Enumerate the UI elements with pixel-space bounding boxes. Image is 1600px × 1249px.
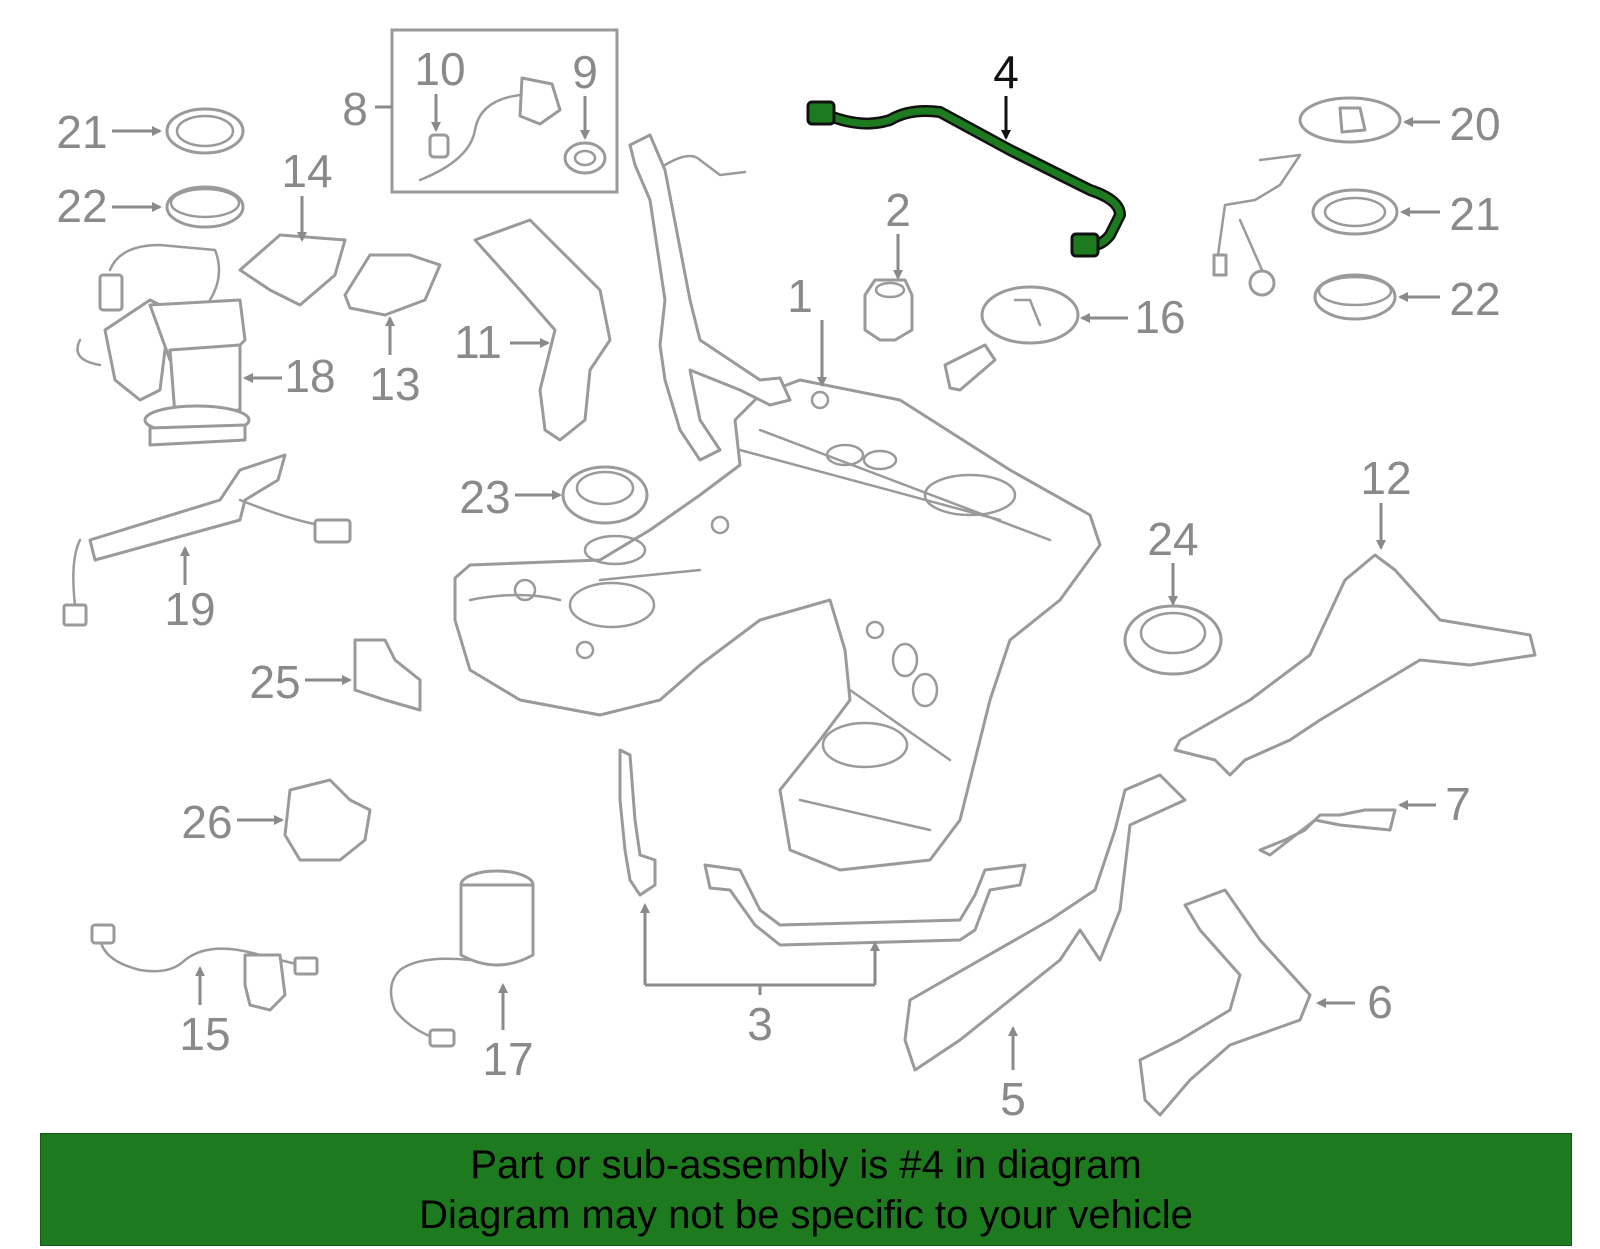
callout-5: 5 (1000, 1073, 1026, 1125)
callout-15: 15 (179, 1008, 230, 1060)
vent-valve-part-15 (90, 923, 319, 1012)
callout-7: 7 (1445, 778, 1471, 830)
grommet-part-2 (863, 278, 914, 342)
sender-part-16 (943, 285, 1080, 392)
callout-26: 26 (181, 796, 232, 848)
callout-2: 2 (885, 184, 911, 236)
bracket-part-7 (1258, 808, 1397, 857)
highlighted-part-4-vent-hose (806, 100, 1126, 258)
callout-3: 3 (747, 998, 773, 1050)
footer-banner: Part or sub-assembly is #4 in diagram Di… (40, 1133, 1572, 1246)
callout-23: 23 (459, 471, 510, 523)
callout-13: 13 (369, 358, 420, 410)
callout-24: 24 (1147, 513, 1198, 565)
callout-10: 10 (414, 43, 465, 95)
bracket-part-6 (1138, 888, 1312, 1117)
seal-part-22-left (165, 185, 245, 229)
callout-19: 19 (164, 583, 215, 635)
callout-12: 12 (1360, 452, 1411, 504)
fuel-pump-part-18 (76, 243, 251, 447)
hose-part-10 (418, 76, 562, 182)
callout-11: 11 (454, 316, 502, 368)
callout-21-left: 21 (56, 106, 107, 158)
callout-8: 8 (342, 83, 368, 135)
sender-part-20 (1212, 96, 1402, 297)
lock-ring-part-24 (1123, 604, 1223, 676)
footer-line-1: Part or sub-assembly is #4 in diagram (470, 1143, 1142, 1187)
bracket-part-5 (903, 773, 1187, 1072)
callout-16: 16 (1134, 291, 1185, 343)
control-unit-part-26 (283, 778, 372, 862)
heat-shield-part-12 (1173, 553, 1537, 777)
seal-part-22-right (1313, 273, 1397, 321)
callout-25: 25 (249, 656, 300, 708)
leader-3 (645, 983, 875, 995)
callout-21-right: 21 (1449, 188, 1500, 240)
bracket-part-13 (343, 253, 442, 317)
module-part-25 (353, 638, 422, 712)
callout-14: 14 (281, 145, 332, 197)
callout-22-right: 22 (1449, 273, 1500, 325)
callout-22-left: 22 (56, 180, 107, 232)
callout-6: 6 (1367, 976, 1393, 1028)
fuel-filter-part-17 (389, 869, 535, 1048)
kit-box-8 (390, 28, 619, 194)
sender-part-19 (62, 453, 352, 627)
fuel-tank-part-1 (453, 378, 1102, 872)
callout-18: 18 (284, 350, 335, 402)
callout-4: 4 (993, 46, 1019, 98)
bracket-part-11 (473, 218, 612, 442)
o-ring-part-9 (563, 141, 607, 175)
heat-shield-part-14 (238, 233, 347, 307)
filler-neck (628, 133, 792, 462)
footer-line-2: Diagram may not be specific to your vehi… (419, 1193, 1193, 1237)
callout-20: 20 (1449, 98, 1500, 150)
callout-9: 9 (572, 46, 598, 98)
lock-ring-part-23 (561, 465, 649, 525)
callout-1: 1 (787, 270, 813, 322)
straps-part-3 (618, 748, 1027, 947)
callout-17: 17 (482, 1033, 533, 1085)
